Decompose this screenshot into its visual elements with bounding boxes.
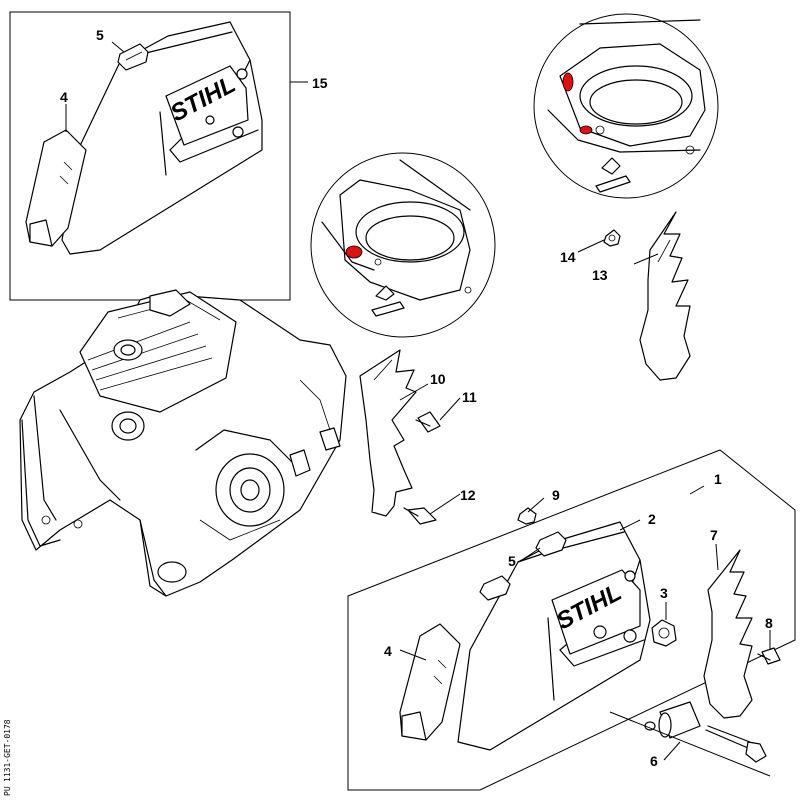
sprocket-cover-top: STIHL xyxy=(61,21,263,255)
red-marking-center xyxy=(345,245,363,259)
callout-labels: 5 4 15 14 13 10 11 12 1 9 2 7 5 3 8 4 6 xyxy=(60,27,773,769)
chainsaw-powerhead xyxy=(19,289,347,597)
callout-6: 6 xyxy=(650,753,658,769)
detail-circle-center xyxy=(310,152,496,338)
nut-14 xyxy=(603,229,621,247)
drawing-reference-suffix: PU xyxy=(3,786,12,796)
red-marking-top-right xyxy=(562,72,574,92)
bumper-spike-10 xyxy=(359,349,417,517)
callout-14: 14 xyxy=(560,249,576,265)
screw-8 xyxy=(757,647,781,665)
part-5-top xyxy=(117,43,149,71)
callout-7: 7 xyxy=(710,527,718,543)
callout-5-top: 5 xyxy=(96,27,104,43)
callout-4-top: 4 xyxy=(60,89,68,105)
callout-5-bottom: 5 xyxy=(508,553,516,569)
kit-box-15: STIHL xyxy=(9,11,308,301)
drawing-reference-code: 1131-GET-0178 xyxy=(3,719,12,782)
callout-3: 3 xyxy=(660,585,668,601)
nut-9 xyxy=(517,507,537,525)
callout-10: 10 xyxy=(430,371,446,387)
nut-3 xyxy=(651,619,677,647)
bumper-spike-7 xyxy=(703,549,753,719)
bumper-spike-13 xyxy=(639,211,691,381)
callout-2: 2 xyxy=(648,511,656,527)
detail-circle-top-right xyxy=(533,13,719,199)
red-marking-top-right-2 xyxy=(579,125,593,135)
callout-11: 11 xyxy=(462,389,477,405)
callout-9: 9 xyxy=(552,487,560,503)
callout-12: 12 xyxy=(460,487,476,503)
sprocket-cover-bottom: STIHL xyxy=(457,521,651,751)
part-5-bottom xyxy=(479,531,567,601)
callout-15: 15 xyxy=(312,75,328,91)
chain-catcher-bottom xyxy=(399,623,461,741)
callout-13: 13 xyxy=(592,267,608,283)
callout-1: 1 xyxy=(714,471,722,487)
leader-lines xyxy=(399,239,771,761)
screw-12 xyxy=(403,507,437,525)
part-6-assembly xyxy=(644,701,767,763)
kit-box-1: STIHL xyxy=(347,449,796,791)
screw-11 xyxy=(415,411,441,433)
chain-catcher-top xyxy=(25,129,87,247)
callout-8: 8 xyxy=(765,615,773,631)
callout-4-bottom: 4 xyxy=(384,643,392,659)
